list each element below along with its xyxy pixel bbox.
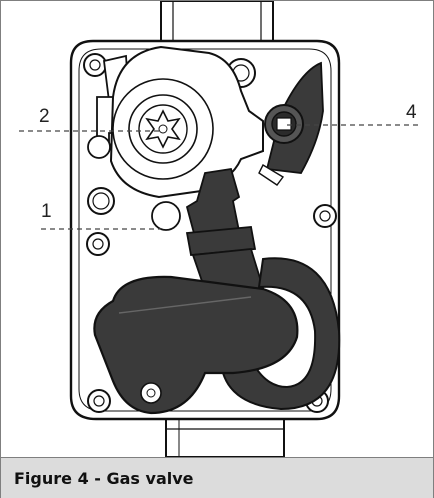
callout-label-1: 1 <box>41 201 52 222</box>
figure-caption: Figure 4 - Gas valve <box>14 469 194 488</box>
callout-label-4: 4 <box>406 102 417 123</box>
dark-cover <box>93 257 341 415</box>
callout-label-2: 2 <box>39 106 50 127</box>
gas-valve-illustration: 2 4 1 <box>19 1 421 457</box>
pressure-screw-assembly <box>258 61 324 186</box>
bottom-pipe <box>165 414 285 457</box>
top-pipe <box>160 1 274 44</box>
callout-leaders <box>19 124 421 230</box>
figure-caption-bar: Figure 4 - Gas valve <box>1 457 433 498</box>
regulator-housing <box>109 45 264 231</box>
